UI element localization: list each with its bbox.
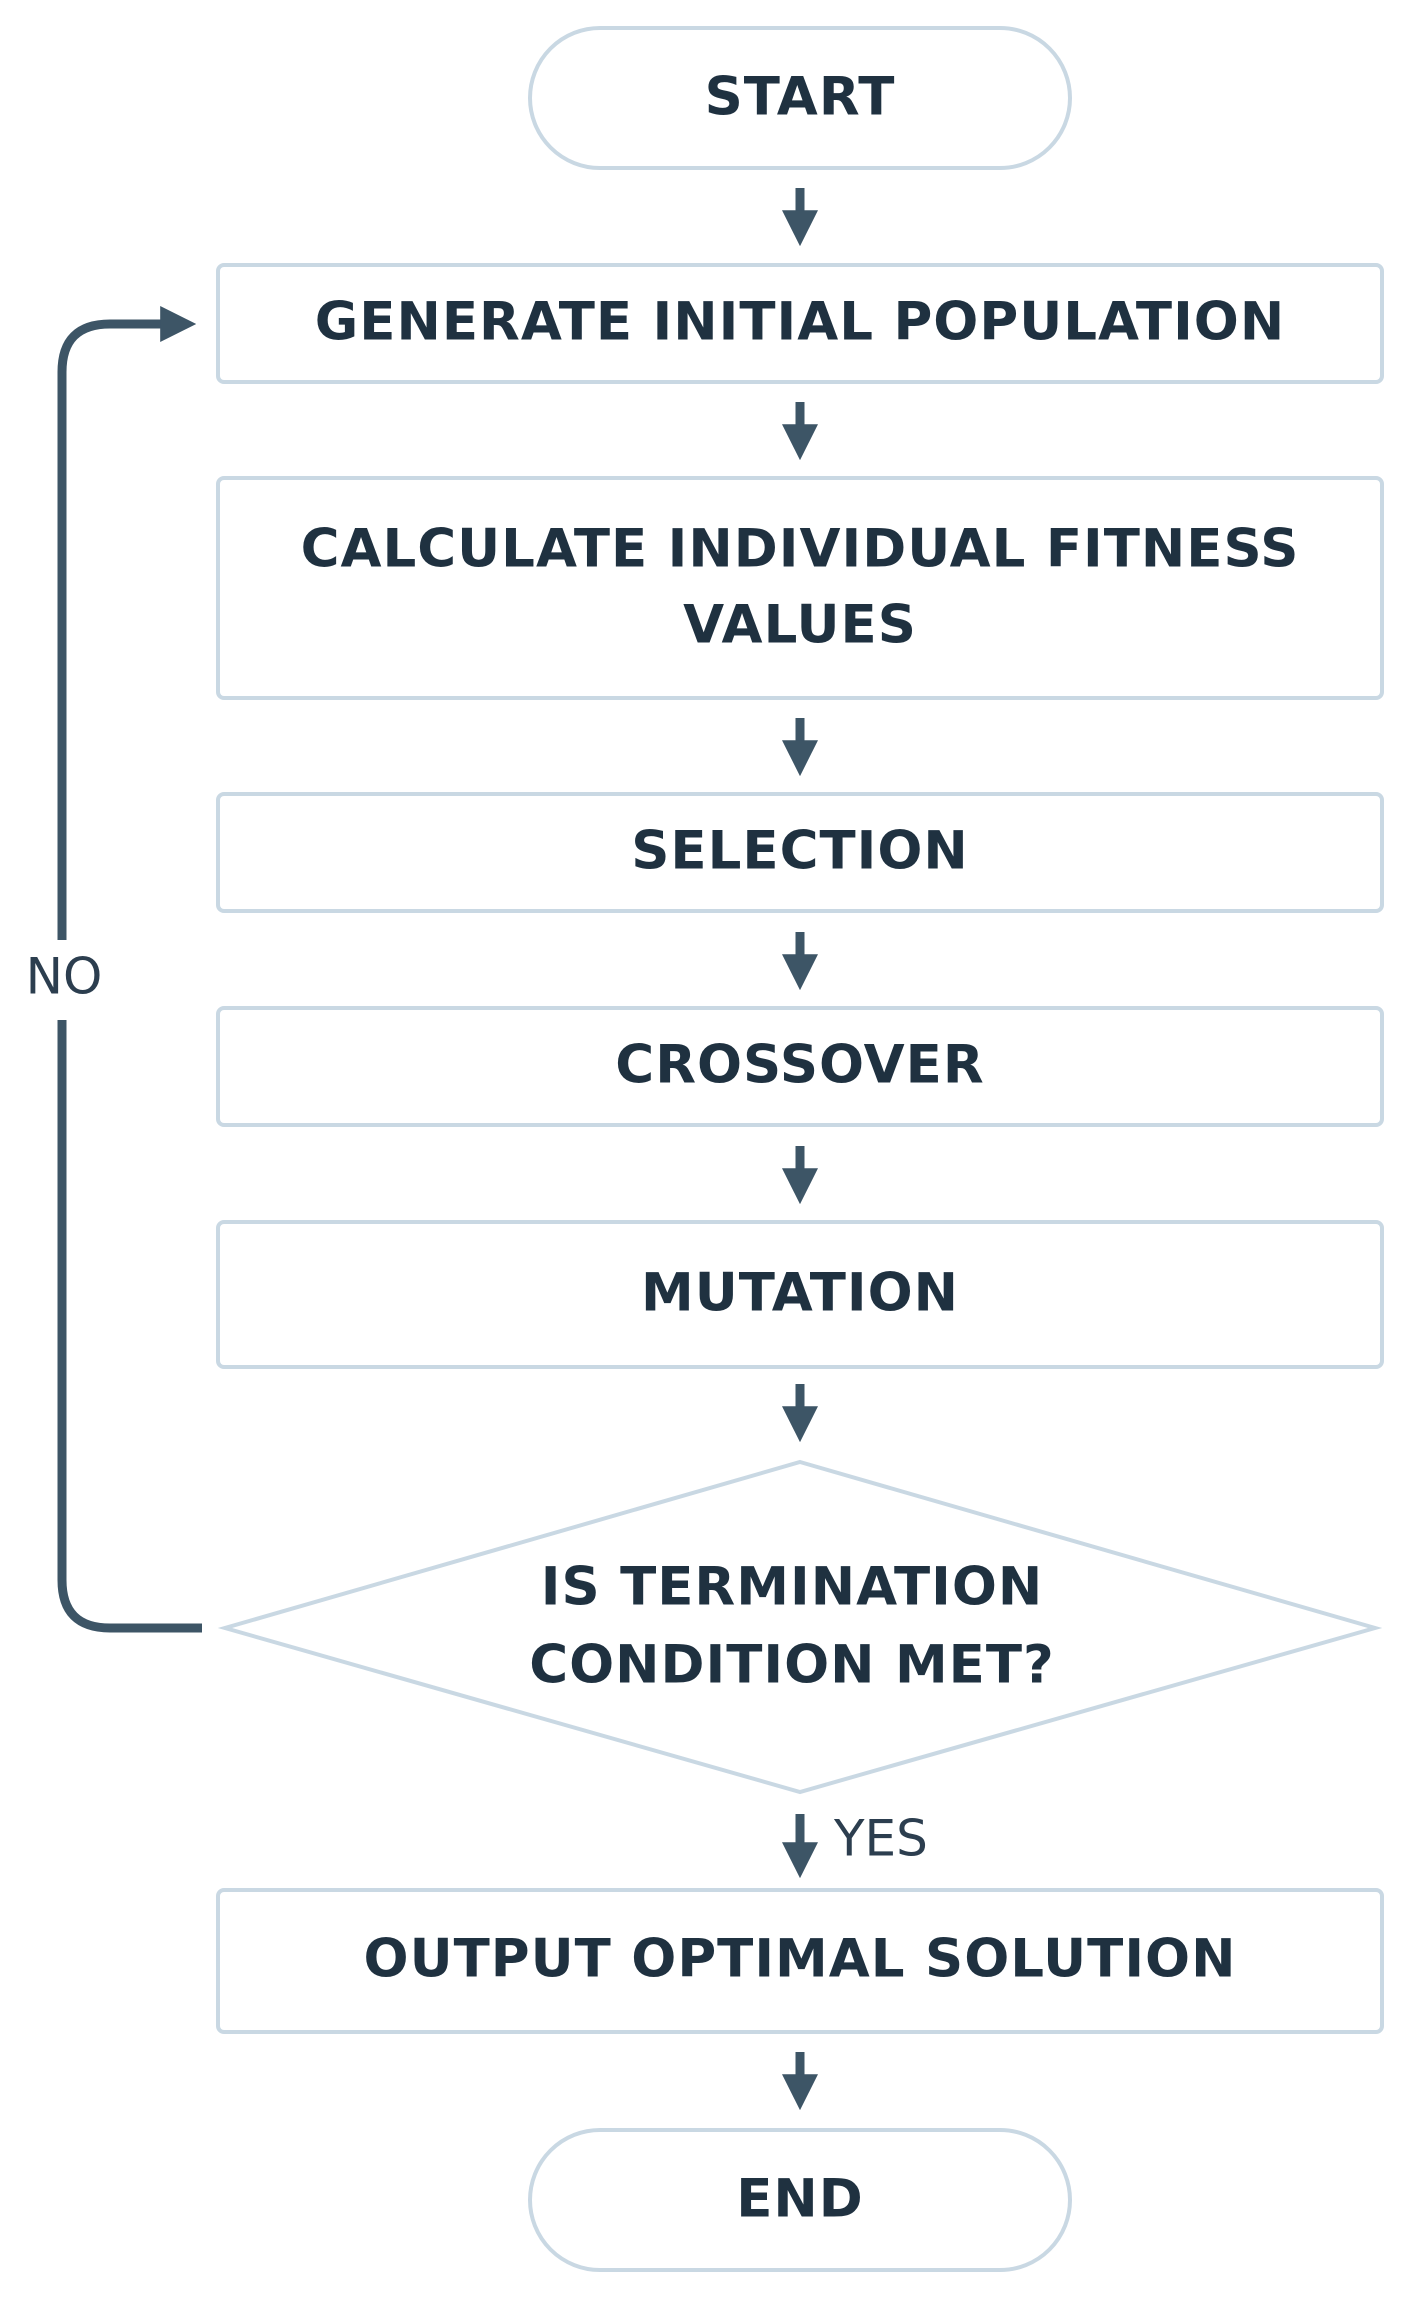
start-shape: [528, 26, 1072, 170]
selection-node: SELECTION: [216, 792, 1384, 913]
termination-decision-diamond: [217, 1459, 1383, 1795]
fitness-box: [216, 476, 1384, 700]
generate-population-box: [216, 263, 1384, 384]
no-loop-arrow-upper: [57, 306, 197, 940]
no-label: NO: [26, 948, 103, 1006]
start-node: START: [528, 26, 1072, 170]
end-label: END: [736, 2169, 864, 2230]
decision-label-line-2: CONDITION MET?: [529, 1635, 1055, 1696]
decision-label-line-1: IS TERMINATION: [541, 1557, 1044, 1618]
fitness-node: CALCULATE INDIVIDUAL FITNESS VALUES: [216, 476, 1384, 700]
selection-box: [216, 792, 1384, 913]
mutation-box: [216, 1220, 1384, 1369]
crossover-node: CROSSOVER: [216, 1006, 1384, 1127]
crossover-label: CROSSOVER: [615, 1035, 984, 1096]
selection-label: SELECTION: [631, 821, 969, 882]
fitness-label-line-1: CALCULATE INDIVIDUAL FITNESS: [301, 519, 1300, 580]
output-solution-node: OUTPUT OPTIMAL SOLUTION: [216, 1888, 1384, 2034]
termination-decision-node: IS TERMINATION CONDITION MET?: [217, 1459, 1383, 1795]
yes-label: YES: [833, 1810, 928, 1868]
start-label: START: [705, 67, 896, 128]
fitness-label-line-2: VALUES: [683, 595, 917, 656]
mutation-node: MUTATION: [216, 1220, 1384, 1369]
generate-population-label: GENERATE INITIAL POPULATION: [315, 292, 1285, 353]
end-shape: [528, 2128, 1072, 2272]
end-node: END: [528, 2128, 1072, 2272]
output-solution-box: [216, 1888, 1384, 2034]
generate-population-node: GENERATE INITIAL POPULATION: [216, 263, 1384, 384]
crossover-box: [216, 1006, 1384, 1127]
mutation-label: MUTATION: [641, 1263, 959, 1324]
no-loop-arrow-lower: [57, 1020, 202, 1633]
output-solution-label: OUTPUT OPTIMAL SOLUTION: [364, 1929, 1237, 1990]
